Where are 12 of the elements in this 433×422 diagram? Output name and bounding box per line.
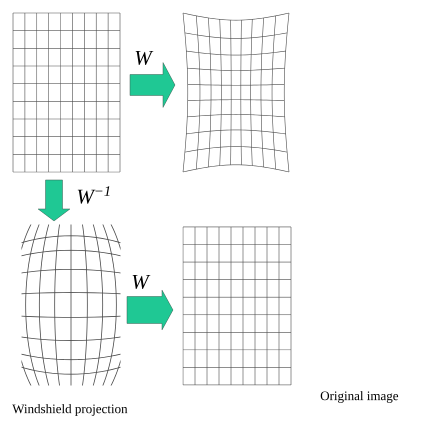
grid <box>12 12 120 172</box>
edge-label: W <box>133 50 154 66</box>
grid <box>182 226 292 386</box>
edge-label: W <box>130 274 150 290</box>
pincushion-grid <box>182 12 290 172</box>
block-arrow <box>130 62 176 108</box>
node-label: Original image <box>320 391 398 403</box>
edge-label: W$^{−1}$ <box>75 185 113 205</box>
node-label: Windshield projection <box>12 404 128 416</box>
block-arrow <box>38 180 70 222</box>
block-arrow <box>126 290 174 330</box>
barrel-grid <box>22 224 120 386</box>
